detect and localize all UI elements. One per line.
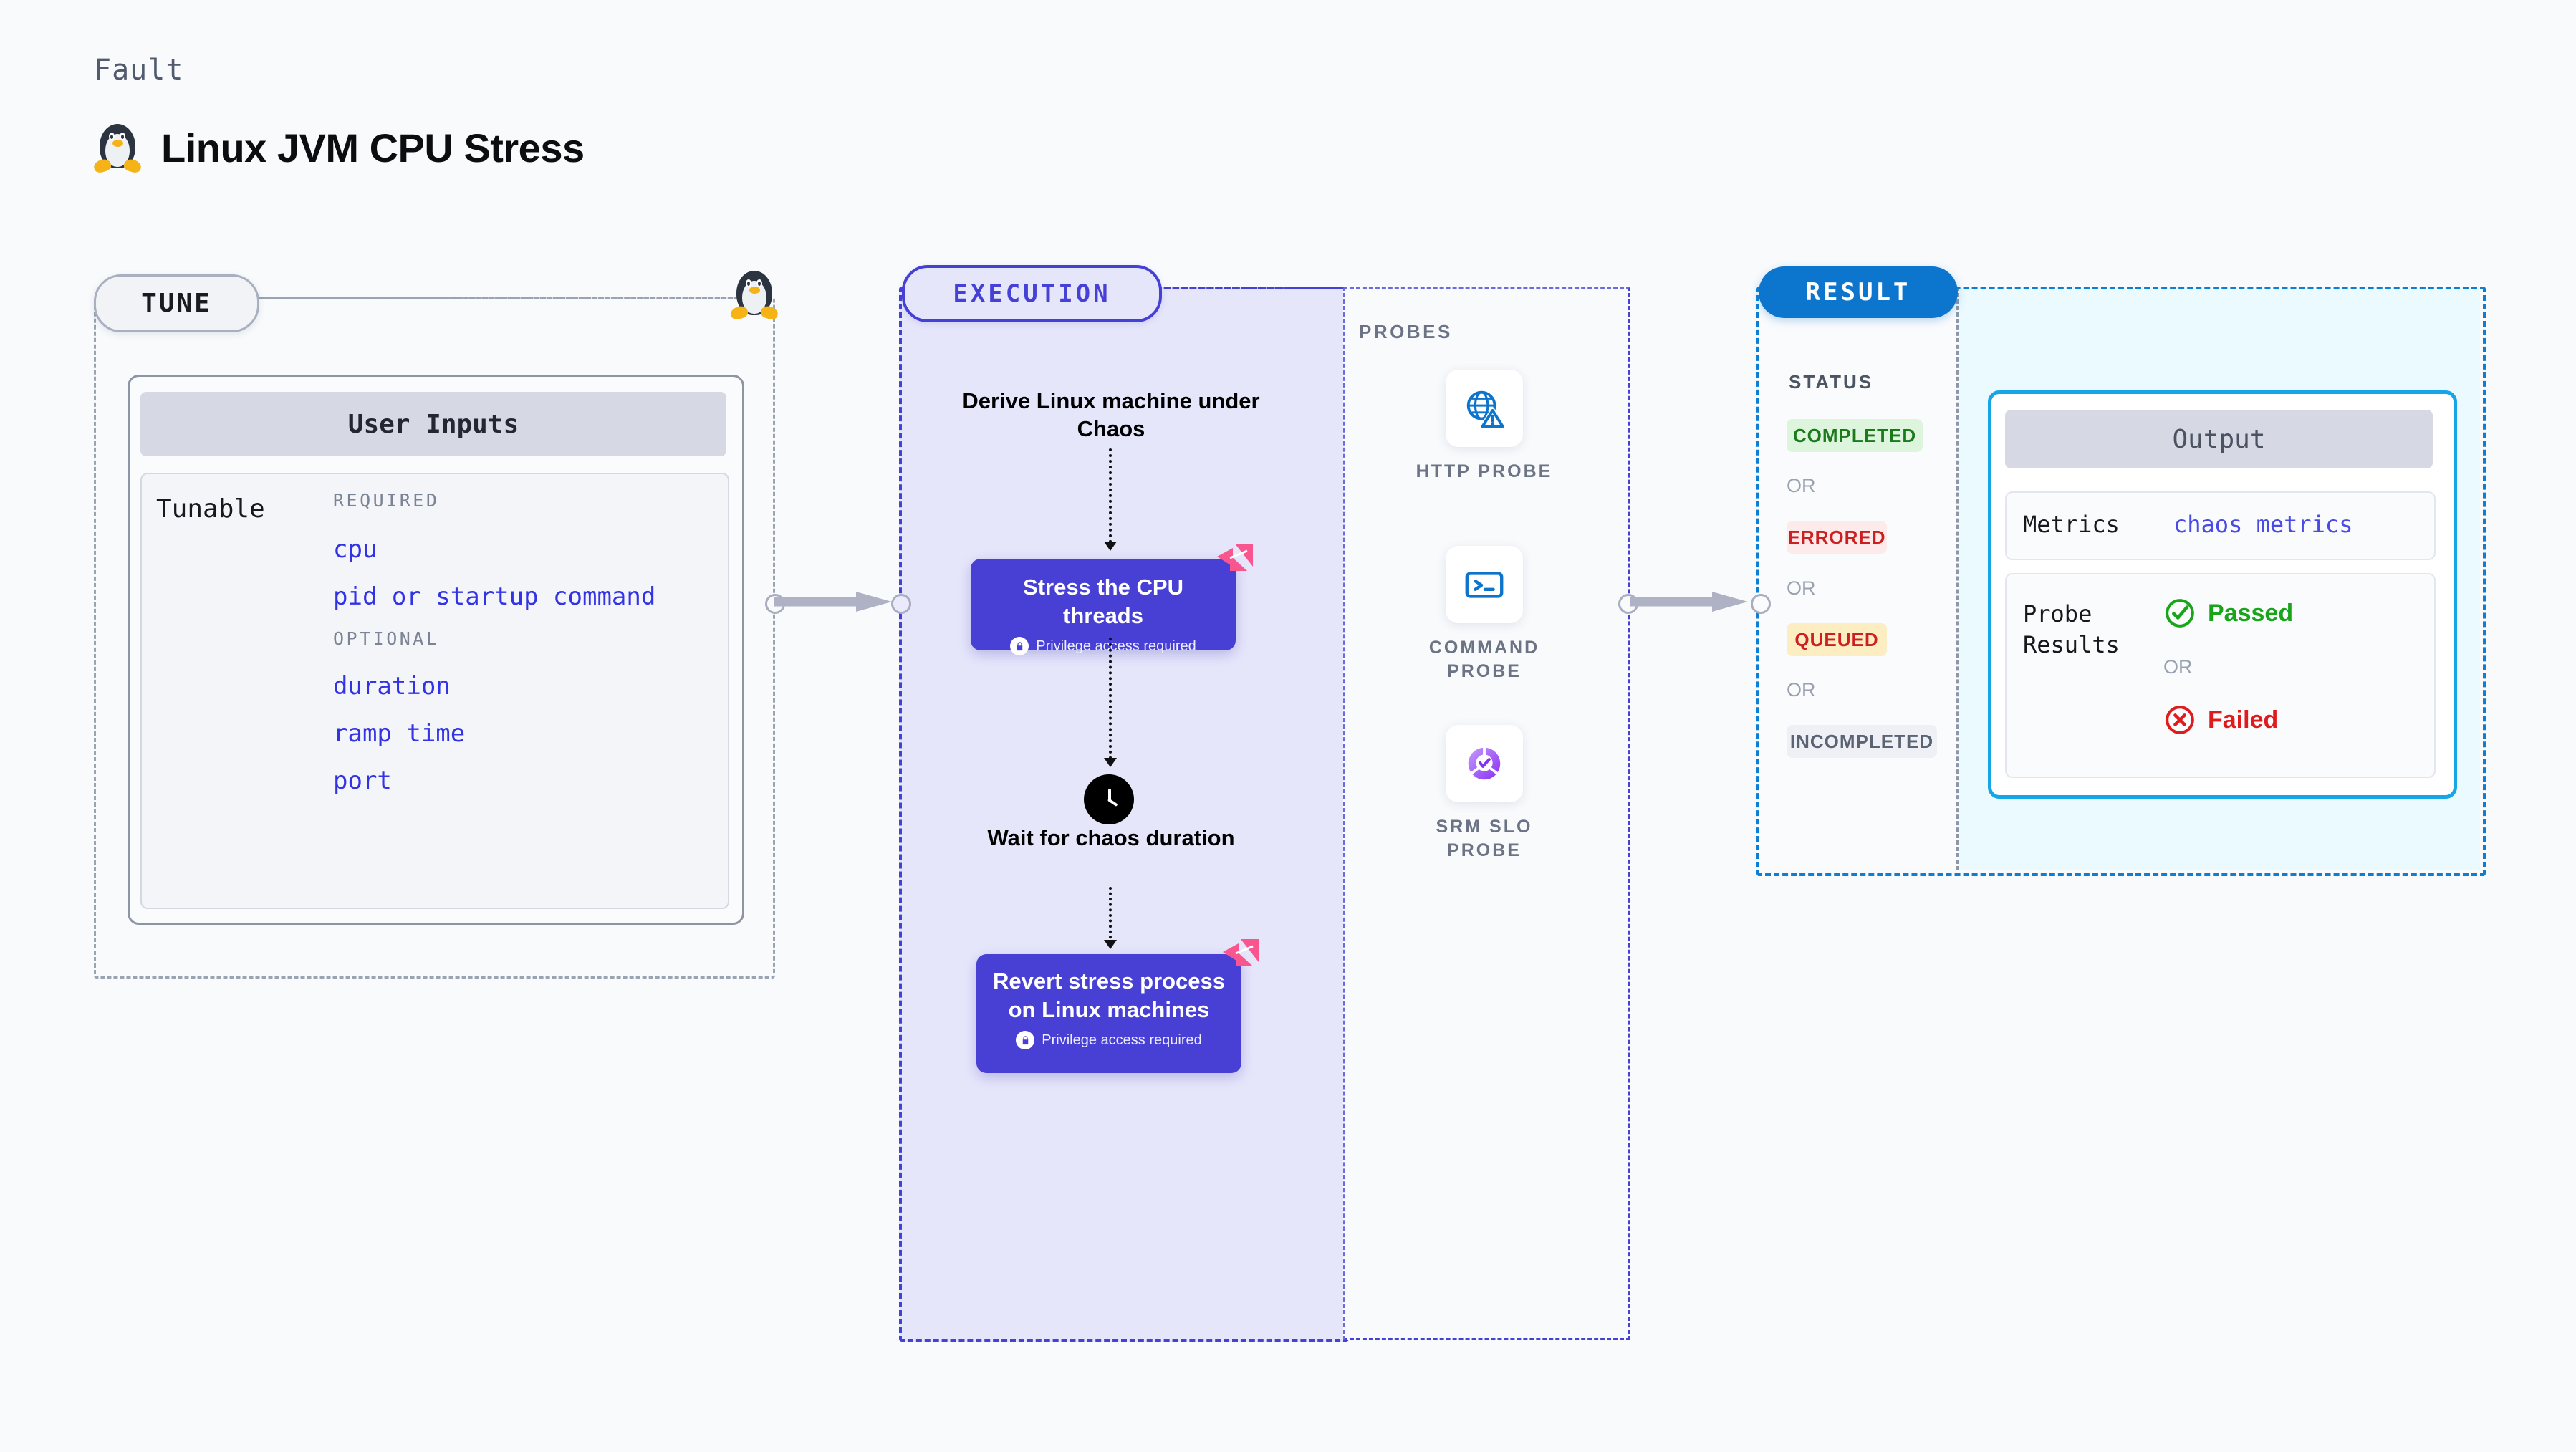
execution-arrowhead-3 [1104,940,1117,949]
slo-donut-check-icon [1446,725,1523,802]
page-title-row: Linux JVM CPU Stress [92,118,585,177]
execution-connector-1 [1109,448,1112,543]
output-probe-result-failed: Failed [2163,703,2278,736]
probe-item-command[interactable]: COMMAND PROBE [1402,546,1567,684]
tunable-item-pid-or-startup-command[interactable]: pid or startup command [333,582,656,611]
execution-arrowhead-1 [1104,542,1117,551]
output-failed-label: Failed [2208,706,2279,734]
linux-penguin-marker-icon [729,265,779,324]
execution-pill-label: EXECUTION [953,279,1111,308]
lock-icon [1010,637,1029,656]
tunable-item-port[interactable]: port [333,766,392,795]
status-badge-completed: COMPLETED [1787,419,1923,452]
execution-node-stress-cpu[interactable]: Stress the CPU threads Privilege access … [971,559,1236,656]
execution-top-dashed-line [1156,287,1344,289]
terminal-icon [1446,546,1523,623]
connector-arrow-execution-to-result [1630,592,1748,612]
globe-warning-icon [1446,370,1523,447]
output-probe-result-passed: Passed [2163,597,2293,630]
execution-input-port [891,594,911,614]
execution-node-revert-privilege-label: Privilege access required [1042,1032,1202,1048]
output-card-header: Output [2005,410,2433,468]
execution-node-revert-stress[interactable]: Revert stress process on Linux machines … [976,954,1241,1073]
user-inputs-title: User Inputs [347,409,519,439]
execution-node-revert-title: Revert stress process on Linux machines [993,968,1225,1022]
status-or-separator: OR [1787,475,1816,496]
tunable-item-ramp-time[interactable]: ramp time [333,719,466,748]
clock-icon [1084,774,1134,824]
connector-arrow-tune-to-execution [774,592,892,612]
chaos-experiment-badge-icon [1223,939,1259,966]
probe-item-http[interactable]: HTTP PROBE [1402,370,1567,484]
status-badge-queued: QUEUED [1787,623,1887,656]
execution-node-revert-privilege: Privilege access required [976,1031,1241,1050]
execution-connector-3 [1109,887,1112,944]
probe-label-srm-slo: SRM SLO PROBE [1436,817,1533,861]
tune-section-pill[interactable]: TUNE [94,274,259,332]
tunable-card [140,473,729,909]
probe-label-http: HTTP PROBE [1416,461,1553,481]
x-circle-icon [2166,706,2194,734]
output-metrics-value[interactable]: chaos metrics [2173,511,2353,538]
execution-step-wait-label: Wait for chaos duration [987,825,1235,850]
output-metrics-key: Metrics [2023,511,2120,538]
probes-section-label: PROBES [1359,321,1453,342]
probe-label-command: COMMAND PROBE [1428,638,1540,682]
probes-section-container [1343,287,1630,1340]
probe-item-srm-slo[interactable]: SRM SLO PROBE [1402,725,1567,863]
tunable-list: REQUIRED cpu pid or startup command OPTI… [333,490,720,795]
user-inputs-header: User Inputs [140,392,726,456]
status-group-label: STATUS [1789,371,1874,393]
page-title: Linux JVM CPU Stress [161,125,585,170]
tunable-row-label: Tunable [156,494,265,524]
result-section-pill[interactable]: RESULT [1759,266,1958,318]
execution-section-pill[interactable]: EXECUTION [902,265,1162,322]
result-status-column [1756,287,1959,870]
tune-pill-label: TUNE [141,289,212,318]
output-card-title: Output [2172,424,2266,454]
execution-step-derive-label: Derive Linux machine under Chaos [962,388,1260,442]
check-circle-icon [2166,599,2194,628]
tunable-group-heading-optional: OPTIONAL [333,628,440,649]
status-or-separator: OR [1787,577,1816,599]
execution-connector-2 [1109,638,1112,759]
status-badge-errored: ERRORED [1787,521,1887,554]
tunable-item-duration[interactable]: duration [333,672,451,701]
execution-arrowhead-2 [1104,758,1117,767]
fault-eyebrow-label: Fault [94,54,184,87]
tunable-item-cpu[interactable]: cpu [333,535,378,564]
output-passed-label: Passed [2208,599,2294,627]
lock-icon [1016,1031,1035,1050]
result-section-container [1756,287,2486,876]
output-probe-results-row [2005,573,2436,778]
result-input-port [1751,594,1771,614]
chaos-experiment-badge-icon [1217,544,1253,571]
tune-top-dashed-line [255,297,771,299]
output-metrics-row [2005,491,2436,560]
linux-penguin-icon [92,118,143,177]
status-or-separator: OR [1787,679,1816,701]
execution-node-stress-title: Stress the CPU threads [1023,574,1183,628]
execution-node-stress-privilege: Privilege access required [971,637,1236,656]
output-probe-or-separator: OR [2163,656,2193,678]
status-badge-incompleted: INCOMPLETED [1787,725,1937,758]
tunable-group-heading-required: REQUIRED [333,490,440,511]
result-pill-label: RESULT [1805,278,1911,307]
execution-node-stress-privilege-label: Privilege access required [1036,638,1196,654]
